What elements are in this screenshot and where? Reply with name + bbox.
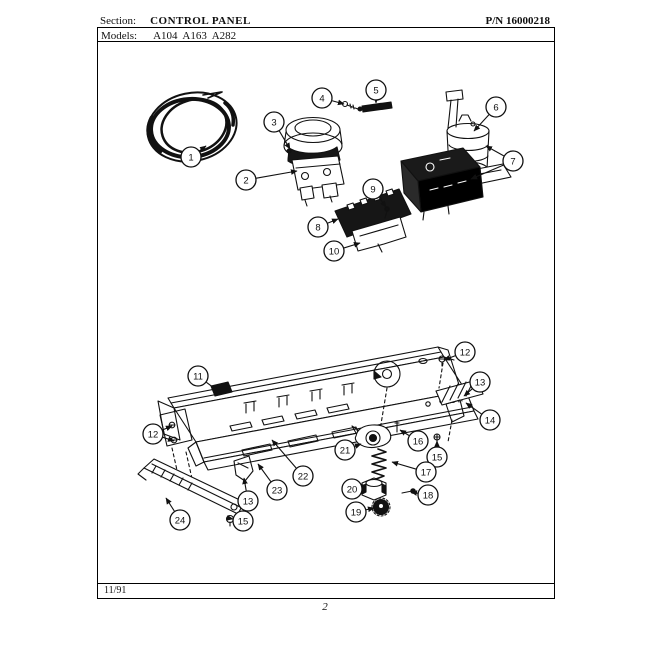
callout-11: 11 <box>187 365 219 392</box>
svg-text:23: 23 <box>272 485 283 496</box>
callout-14: 14 <box>465 402 501 431</box>
svg-text:13: 13 <box>475 377 486 388</box>
callout-19: 19 <box>345 501 375 523</box>
svg-text:12: 12 <box>148 429 159 440</box>
svg-text:19: 19 <box>351 507 362 518</box>
callout-18: 18 <box>410 484 439 506</box>
screw-4-drawing <box>341 100 359 110</box>
svg-text:1: 1 <box>188 152 193 163</box>
callout-9: 9 <box>362 178 387 208</box>
section-title: CONTROL PANEL <box>150 15 251 27</box>
callout-16: 16 <box>399 429 429 452</box>
timer-motor-drawing <box>400 147 484 221</box>
trim-strip-drawing <box>137 458 245 515</box>
callout-17: 17 <box>391 460 437 483</box>
svg-text:8: 8 <box>315 222 320 233</box>
svg-text:13: 13 <box>243 496 254 507</box>
callout-23: 23 <box>257 463 288 501</box>
svg-text:21: 21 <box>340 445 351 456</box>
models-value: A104 A163 A282 <box>153 30 237 42</box>
callout-1: 1 <box>180 145 207 168</box>
callout-10: 10 <box>323 240 361 262</box>
callout-20: 20 <box>341 478 367 500</box>
svg-text:9: 9 <box>370 184 375 195</box>
part-number: P/N 16000218 <box>485 15 550 27</box>
pin-5-drawing <box>357 101 393 113</box>
callout-4: 4 <box>311 87 345 109</box>
callout-12: 12 <box>142 423 175 445</box>
callout-15: 15 <box>426 440 448 468</box>
timer-dial-drawing <box>283 116 345 207</box>
callout-21: 21 <box>334 439 362 461</box>
svg-text:15: 15 <box>432 452 443 463</box>
section-label: Section: <box>100 15 137 27</box>
callout-22: 22 <box>271 439 314 487</box>
svg-text:6: 6 <box>493 102 498 113</box>
svg-text:14: 14 <box>485 415 496 426</box>
callout-13: 13 <box>463 371 491 397</box>
header-divider-2 <box>97 41 554 42</box>
svg-text:18: 18 <box>423 490 434 501</box>
svg-text:20: 20 <box>347 484 358 495</box>
callout-15: 15 <box>226 510 254 532</box>
svg-text:12: 12 <box>460 347 471 358</box>
svg-text:15: 15 <box>238 516 249 527</box>
control-panel-frame-drawing <box>157 346 479 484</box>
svg-text:16: 16 <box>413 436 424 447</box>
callout-12: 12 <box>443 341 476 363</box>
svg-text:5: 5 <box>373 85 378 96</box>
page-number: 2 <box>322 601 328 613</box>
callout-13: 13 <box>237 477 259 512</box>
models-row: Models: A104 A163 A282 <box>101 30 236 42</box>
svg-text:2: 2 <box>243 175 248 186</box>
svg-text:17: 17 <box>421 467 432 478</box>
svg-text:24: 24 <box>175 515 186 526</box>
callout-6: 6 <box>473 96 507 132</box>
models-label: Models: <box>101 30 138 42</box>
callout-7: 7 <box>470 145 524 180</box>
section-row: Section: CONTROL PANEL <box>100 15 251 27</box>
callout-2: 2 <box>235 169 298 191</box>
revision-date: 11/91 <box>104 585 127 596</box>
page-border <box>97 27 555 599</box>
svg-text:22: 22 <box>298 471 309 482</box>
svg-text:11: 11 <box>193 371 203 382</box>
svg-text:7: 7 <box>510 156 515 167</box>
svg-text:3: 3 <box>271 117 276 128</box>
callout-8: 8 <box>307 216 339 238</box>
dial-assembly-drawing <box>351 420 416 517</box>
callout-5: 5 <box>365 79 387 104</box>
callout-24: 24 <box>165 497 191 531</box>
svg-text:4: 4 <box>319 93 324 104</box>
footer-divider <box>97 583 554 584</box>
callout-3: 3 <box>263 111 291 150</box>
pushbutton-switch-drawing <box>334 188 412 253</box>
svg-text:10: 10 <box>329 246 340 257</box>
